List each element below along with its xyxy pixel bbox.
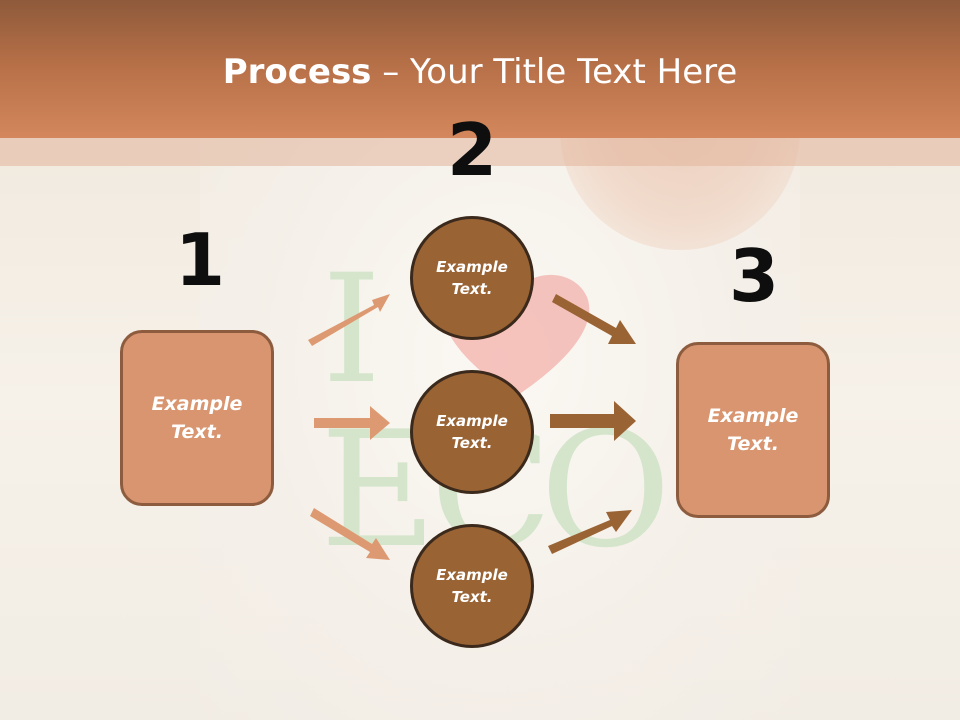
step-1-number: 1 <box>174 218 226 302</box>
header-band <box>0 138 960 166</box>
title-header-bar <box>0 0 960 138</box>
step-1-text: Example Text. <box>151 392 243 444</box>
arrow-left-to-top <box>308 294 390 346</box>
step-3-box[interactable]: Example Text. <box>676 342 830 518</box>
arrow-middle-to-right <box>550 401 636 441</box>
title-bold: Process <box>222 52 372 92</box>
circle-bottom-text: Example Text. <box>436 565 508 607</box>
step-2-number: 2 <box>446 108 498 192</box>
circle-middle-text: Example Text. <box>436 411 508 453</box>
circle-top-text: Example Text. <box>436 257 508 299</box>
step-3-number: 3 <box>728 234 780 318</box>
title-rest: – Your Title Text Here <box>371 52 738 92</box>
step-1-box[interactable]: Example Text. <box>120 330 274 506</box>
arrow-bottom-to-right <box>548 510 632 554</box>
arrow-left-to-bottom <box>310 508 390 560</box>
slide-title: Process – Your Title Text Here <box>0 52 960 92</box>
arrow-left-to-middle <box>314 406 390 440</box>
step-2-circle-bottom[interactable]: Example Text. <box>410 524 534 648</box>
arrow-top-to-right <box>552 294 636 344</box>
step-2-circle-middle[interactable]: Example Text. <box>410 370 534 494</box>
step-2-circle-top[interactable]: Example Text. <box>410 216 534 340</box>
step-3-text: Example Text. <box>707 404 799 456</box>
